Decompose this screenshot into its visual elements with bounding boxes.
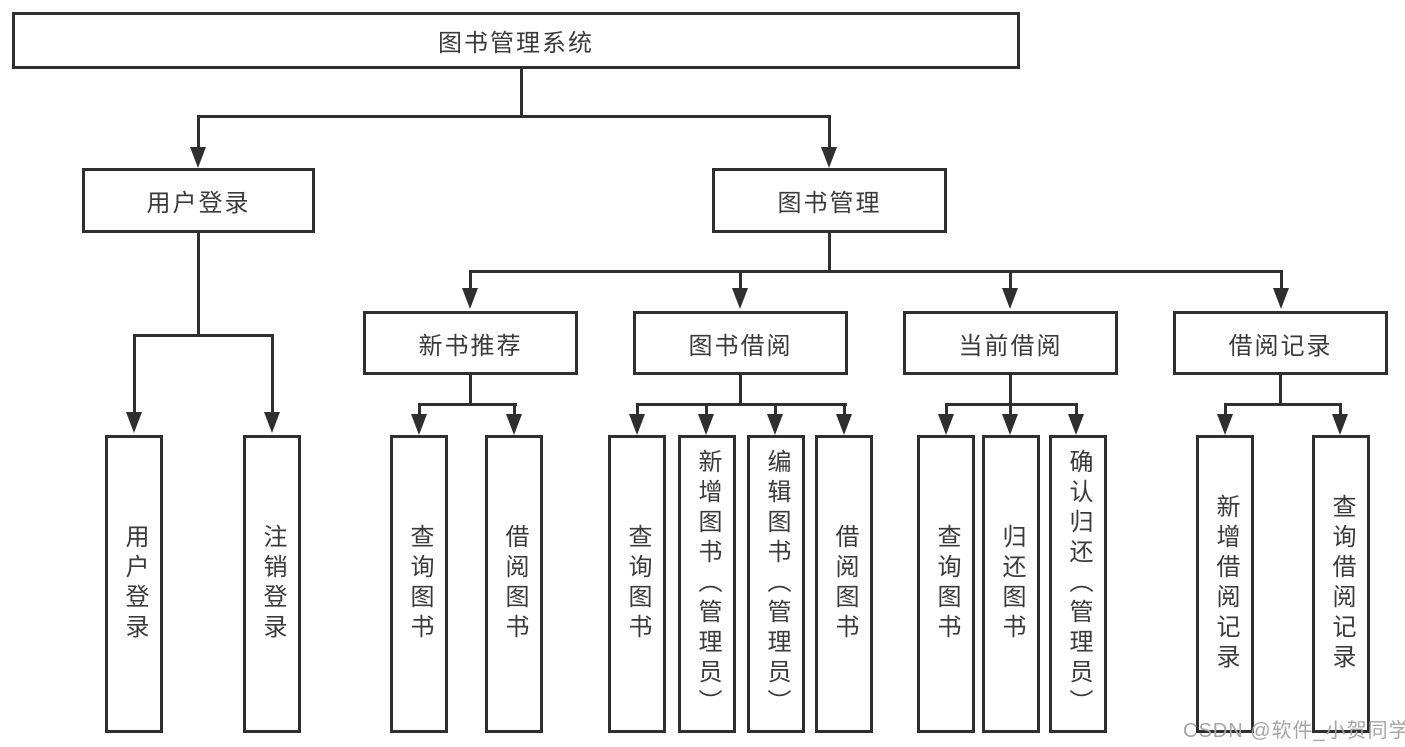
leaf-add-book-admin: 新增图书（管理员） [678,435,736,733]
arrowhead-g2-1 [411,414,427,435]
connector-level3-rail [469,270,1283,273]
node-library-system: 图书管理系统 [12,12,1020,69]
arrowhead-g3-3 [767,414,783,435]
leaf-query-book-3: 查询图书 [917,435,975,733]
csdn-watermark: CSDN @软件_小贺同学 [1183,720,1405,742]
arrowhead-leaf-logout [264,412,280,433]
arrowhead-current [1002,288,1018,309]
leaf-logout: 注销登录 [243,435,301,733]
arrowhead-g4-3 [1068,414,1084,435]
connector-g2-stem [469,375,472,406]
leaf-return-book-label: 归还图书 [998,524,1025,644]
node-book-borrow: 图书借阅 [633,311,848,375]
leaf-confirm-return-admin: 确认归还（管理员） [1049,435,1107,733]
connector-level2-rail [197,115,831,118]
leaf-query-borrow-record: 查询借阅记录 [1312,435,1370,733]
connector-g3-drop4 [843,403,846,416]
leaf-query-book-1: 查询图书 [390,435,448,733]
leaf-query-book-2: 查询图书 [608,435,666,733]
connector-g5-rail [1224,403,1342,406]
connector-drop-records [1280,270,1283,290]
leaf-confirm-return-admin-label: 确认归还（管理员） [1065,449,1092,719]
connector-g3-drop3 [774,403,777,416]
connector-drop-borrow [739,270,742,290]
connector-mgmt-stem [828,233,831,273]
connector-g4-drop2 [1009,403,1012,416]
arrowhead-g5-2 [1332,414,1348,435]
connector-g3-drop2 [705,403,708,416]
connector-g2-drop2 [513,403,516,416]
connector-g3-rail [636,403,847,406]
arrowhead-newbook [462,288,478,309]
leaf-borrow-book-2: 借阅图书 [815,435,873,733]
leaf-add-book-admin-label: 新增图书（管理员） [694,449,721,719]
connector-drop-user-login [197,115,200,149]
connector-g4-drop3 [1075,403,1078,416]
connector-g5-stem [1279,375,1282,406]
connector-drop-current [1009,270,1012,290]
arrowhead-g3-4 [836,414,852,435]
arrowhead-g4-1 [938,414,954,435]
leaf-return-book: 归还图书 [982,435,1040,733]
leaf-user-login-label: 用户登录 [121,524,148,644]
connector-g2-rail [418,403,517,406]
leaf-borrow-book-2-label: 借阅图书 [831,524,858,644]
node-book-management: 图书管理 [712,168,947,233]
connector-drop-newbook [469,270,472,290]
leaf-query-book-1-label: 查询图书 [406,524,433,644]
connector-g2-drop1 [418,403,421,416]
leaf-logout-label: 注销登录 [259,524,286,644]
connector-drop-book-mgmt [828,115,831,149]
leaf-query-book-3-label: 查询图书 [933,524,960,644]
connector-g4-drop1 [945,403,948,416]
arrowhead-g4-2 [1002,414,1018,435]
leaf-edit-book-admin: 编辑图书（管理员） [747,435,805,733]
arrowhead-leaf-login [126,412,142,433]
node-borrow-records: 借阅记录 [1173,311,1388,375]
leaf-add-borrow-record-label: 新增借阅记录 [1212,494,1239,674]
connector-g4-stem [1009,375,1012,406]
arrowhead-records [1273,288,1289,309]
connector-g3-stem [739,375,742,406]
leaf-borrow-book-1-label: 借阅图书 [501,524,528,644]
leaf-borrow-book-1: 借阅图书 [485,435,543,733]
arrowhead-g3-1 [629,414,645,435]
arrowhead-g2-2 [506,414,522,435]
connector-g5-drop1 [1224,403,1227,416]
connector-login-rail [133,334,274,337]
connector-g5-drop2 [1339,403,1342,416]
connector-drop-leaf-logout [271,334,274,414]
arrowhead-g3-2 [698,414,714,435]
leaf-query-borrow-record-label: 查询借阅记录 [1328,494,1355,674]
connector-g3-drop1 [636,403,639,416]
leaf-user-login: 用户登录 [105,435,163,733]
node-new-book-recommend: 新书推荐 [363,311,578,375]
connector-root-stem [520,68,523,118]
connector-drop-leaf-login [133,334,136,414]
arrowhead-g5-1 [1217,414,1233,435]
leaf-edit-book-admin-label: 编辑图书（管理员） [763,449,790,719]
arrowhead-borrow [732,288,748,309]
leaf-query-book-2-label: 查询图书 [624,524,651,644]
node-user-login: 用户登录 [82,168,315,233]
arrowhead-book-mgmt [821,147,837,168]
connector-login-stem [197,233,200,337]
node-current-borrow: 当前借阅 [903,311,1118,375]
leaf-add-borrow-record: 新增借阅记录 [1196,435,1254,733]
arrowhead-user-login [190,147,206,168]
